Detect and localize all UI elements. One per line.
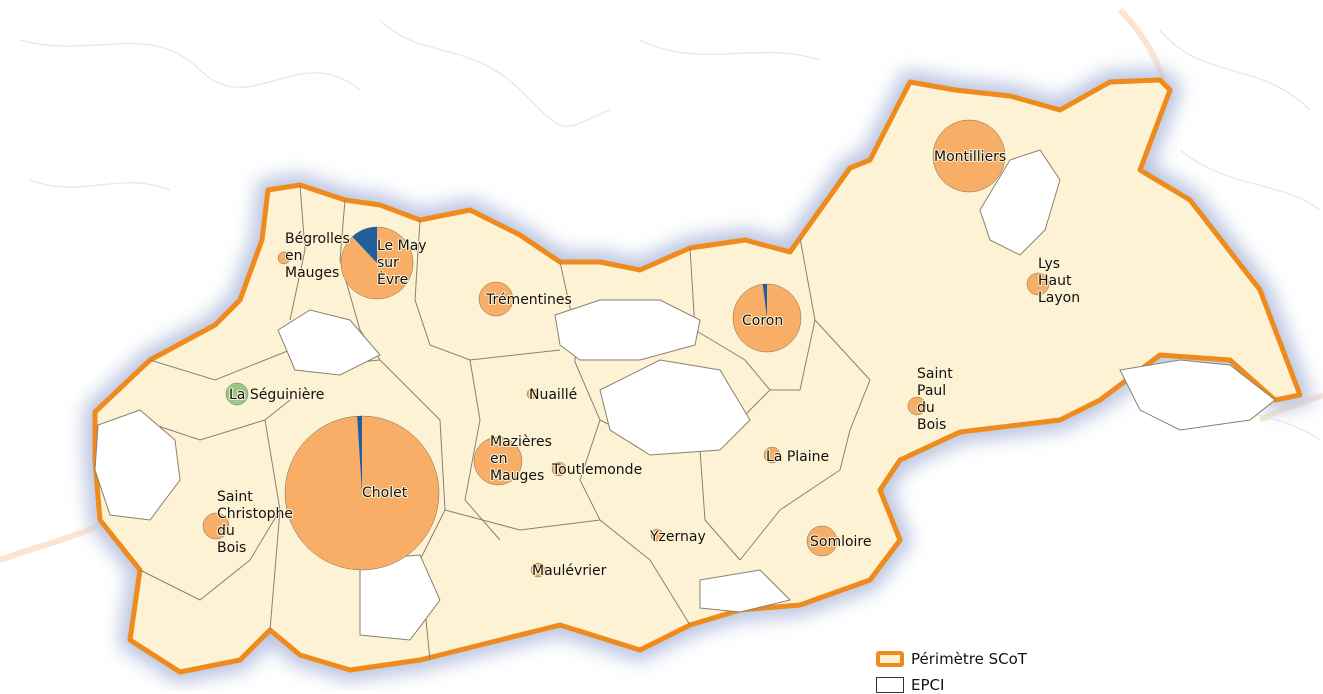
- pie-yzernay: [650, 528, 664, 542]
- pie-la-plaine: [763, 446, 781, 464]
- label-somloire: Somloire: [810, 534, 872, 550]
- legend-scot-label: Périmètre SCoT: [911, 650, 1027, 668]
- pie-saint-christophe-du-bois: [202, 512, 230, 540]
- legend-epci: EPCI: [876, 676, 944, 694]
- legend-scot-swatch: [876, 651, 904, 667]
- pie-slice-cholet: [357, 416, 362, 493]
- label-trementines: Trémentines: [485, 292, 572, 308]
- label-toutlemonde: Toutlemonde: [551, 462, 642, 478]
- pie-somloire: [806, 525, 838, 557]
- pie-mazieres-en-mauges: [473, 436, 523, 486]
- pie-maulevrier: [530, 562, 546, 578]
- label-la-plaine: La Plaine: [766, 449, 829, 465]
- pie-toutlemonde: [551, 461, 567, 477]
- label-yzernay: Yzernay: [649, 529, 706, 545]
- pie-saint-paul-du-bois: [907, 396, 927, 416]
- pie-slice-coron: [762, 284, 767, 318]
- pie-nuaille: [526, 388, 538, 400]
- pie-lys-haut-layon: [1026, 272, 1050, 296]
- label-la-seguiniere: La Séguinière: [229, 387, 324, 403]
- label-cholet: Cholet: [362, 485, 408, 501]
- commune-pies: [202, 119, 1050, 578]
- pie-montilliers: [932, 119, 1006, 193]
- pie-trementines: [478, 281, 514, 317]
- legend-scot: Périmètre SCoT: [876, 650, 1027, 668]
- pie-begrolles-en-mauges: [277, 251, 291, 265]
- excluded-areas: [94, 149, 1276, 641]
- label-nuaille: Nuaillé: [529, 387, 577, 403]
- pie-la-seguiniere: [225, 382, 249, 406]
- label-coron: Coron: [742, 313, 783, 329]
- label-montilliers: Montilliers: [934, 149, 1006, 165]
- pie-slice-le-may-sur-evre: [352, 227, 377, 263]
- legend-epci-label: EPCI: [911, 676, 945, 694]
- label-maulevrier: Maulévrier: [532, 563, 607, 579]
